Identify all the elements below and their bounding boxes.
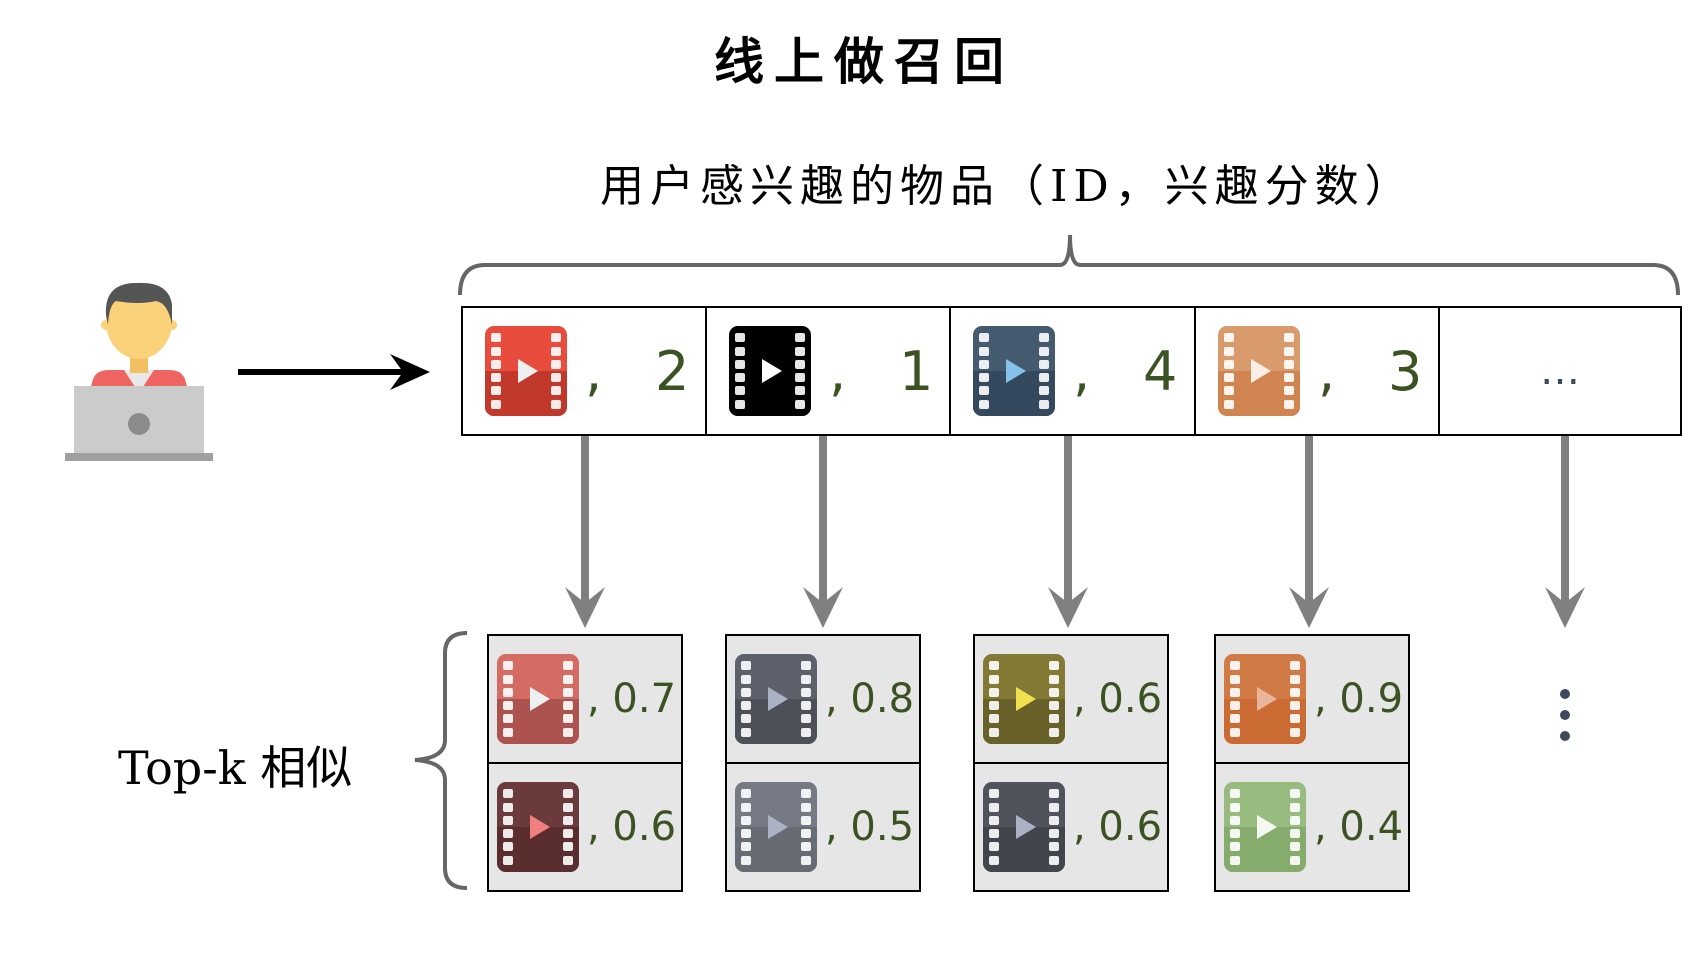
more-items-cell: … — [1438, 306, 1682, 436]
similarity-score: , 0.6 — [1073, 676, 1163, 722]
similarity-score: , 0.8 — [825, 676, 915, 722]
down-arrow — [565, 436, 605, 628]
separator: , — [1073, 339, 1091, 403]
down-arrow — [1545, 436, 1585, 628]
interest-item-cell: ,1 — [705, 306, 951, 436]
separator: , — [1318, 339, 1336, 403]
video-icon — [735, 782, 817, 872]
similar-item-cell: , 0.9 — [1214, 634, 1410, 764]
interest-score: 2 — [655, 339, 690, 403]
video-icon — [1218, 326, 1300, 416]
interest-item-cell: ,2 — [461, 306, 707, 436]
similar-item-cell: , 0.6 — [973, 634, 1169, 764]
down-arrow — [803, 436, 843, 628]
interest-score: 4 — [1143, 339, 1178, 403]
video-icon — [1224, 654, 1306, 744]
separator: , — [585, 339, 603, 403]
interest-score: 3 — [1388, 339, 1423, 403]
video-icon — [485, 326, 567, 416]
topk-similar-label: Top-k 相似 — [118, 741, 353, 795]
interest-item-cell: ,4 — [949, 306, 1196, 436]
similarity-score: , 0.6 — [1073, 804, 1163, 850]
similar-item-cell: , 0.5 — [725, 762, 921, 892]
interest-items-label: 用户感兴趣的物品（ID，兴趣分数） — [600, 161, 1415, 212]
similar-item-cell: , 0.8 — [725, 634, 921, 764]
more-columns-vertical-ellipsis — [1560, 689, 1570, 741]
video-icon — [973, 326, 1055, 416]
diagram-title: 线上做召回 — [714, 33, 1014, 91]
video-icon — [1224, 782, 1306, 872]
down-arrow — [1048, 436, 1088, 628]
video-icon — [735, 654, 817, 744]
video-icon — [983, 654, 1065, 744]
similar-item-cell: , 0.6 — [487, 762, 683, 892]
down-arrow — [1289, 436, 1329, 628]
interest-score: 1 — [899, 339, 934, 403]
similarity-score: , 0.9 — [1314, 676, 1404, 722]
similar-item-cell: , 0.4 — [1214, 762, 1410, 892]
video-icon — [497, 782, 579, 872]
similarity-score: , 0.6 — [587, 804, 677, 850]
similarity-score: , 0.4 — [1314, 804, 1404, 850]
user-to-items-arrow — [238, 354, 430, 390]
separator: , — [829, 339, 847, 403]
video-icon — [497, 654, 579, 744]
video-icon — [983, 782, 1065, 872]
ellipsis: … — [1540, 348, 1580, 394]
similarity-score: , 0.5 — [825, 804, 915, 850]
similarity-score: , 0.7 — [587, 676, 677, 722]
similar-item-cell: , 0.7 — [487, 634, 683, 764]
user-with-laptop-icon — [65, 282, 213, 461]
similar-item-cell: , 0.6 — [973, 762, 1169, 892]
top-brace — [458, 234, 1680, 296]
video-icon — [729, 326, 811, 416]
interest-item-cell: ,3 — [1194, 306, 1440, 436]
topk-brace — [414, 631, 468, 890]
